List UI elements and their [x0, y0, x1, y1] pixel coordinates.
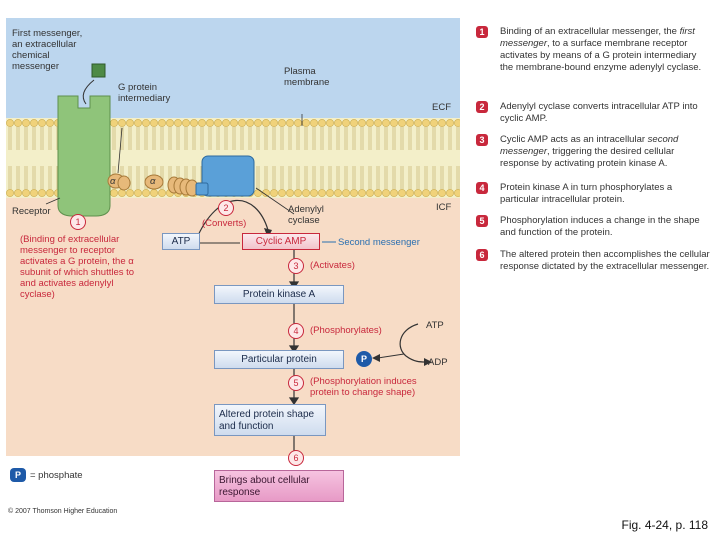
- step-text-1: Binding of an extracellular messenger, t…: [500, 26, 702, 73]
- first-messenger-molecule: [91, 63, 106, 78]
- figure-badge-2: 2: [218, 200, 234, 216]
- cellular-response-box: Brings about cellular response: [214, 470, 344, 502]
- adenylyl-cyclase-enzyme: [201, 155, 255, 197]
- step-badge-6: 6: [476, 249, 488, 261]
- atp-box: ATP: [162, 233, 200, 250]
- adp-label: ADP: [428, 357, 448, 368]
- messenger-arrow: [82, 79, 95, 105]
- receptor-label: Receptor: [12, 206, 51, 217]
- particular-protein-box: Particular protein: [214, 350, 344, 369]
- figure-badge-5: 5: [288, 375, 304, 391]
- first-messenger-label: First messenger, an extracellular chemic…: [12, 28, 83, 72]
- step-text-2: Adenylyl cyclase converts intracellular …: [500, 101, 698, 124]
- convert-arrow: [195, 199, 269, 241]
- atp-right-label: ATP: [426, 320, 444, 331]
- figure-badge-4: 4: [288, 323, 304, 339]
- step-badge-1: 1: [476, 26, 488, 38]
- step-badge-3: 3: [476, 134, 488, 146]
- note-step-5: (Phosphorylation induces protein to chan…: [310, 376, 417, 398]
- atp-adp-arrow: [399, 323, 427, 363]
- step-text-4: Protein kinase A in turn phosphorylates …: [500, 182, 673, 205]
- second-messenger-label: Second messenger: [338, 237, 420, 248]
- cyclic-amp-box: Cyclic AMP: [242, 233, 320, 250]
- phosphate-circle: P: [356, 351, 372, 367]
- note-step-1: (Binding of extracellular messenger to r…: [20, 234, 135, 300]
- figure-panel: First messenger, an extracellular chemic…: [6, 18, 460, 466]
- alpha-label-2: α: [150, 176, 156, 187]
- icf-label: ICF: [436, 202, 452, 213]
- step-text-5: Phosphorylation induces a change in the …: [500, 215, 700, 238]
- step-badge-2: 2: [476, 101, 488, 113]
- ecf-region: [6, 18, 460, 118]
- alpha-label-1: α: [110, 176, 116, 187]
- step-badge-4: 4: [476, 182, 488, 194]
- note-step-3: (Activates): [310, 260, 355, 271]
- g-protein-label: G protein intermediary: [118, 82, 171, 104]
- ecf-label: ECF: [432, 102, 451, 113]
- plasma-membrane-label: Plasma membrane: [284, 66, 330, 88]
- step-text-6: The altered protein then accomplishes th…: [500, 249, 710, 272]
- receptor-shape: [57, 95, 111, 217]
- figure-caption: Fig. 4-24, p. 118: [621, 518, 709, 532]
- figure-badge-3: 3: [288, 258, 304, 274]
- protein-kinase-a-box: Protein kinase A: [214, 285, 344, 304]
- altered-protein-box: Altered protein shape and function: [214, 404, 326, 436]
- signal-pathway-drawing: [45, 63, 432, 456]
- step-text-3: Cyclic AMP acts as an intracellular seco…: [500, 134, 679, 169]
- adenylyl-cyclase-label: Adenylyl cyclase: [288, 204, 324, 226]
- note-step-4: (Phosphorylates): [310, 325, 382, 336]
- figure-badge-1: 1: [70, 214, 86, 230]
- phosphate-legend-marker: P: [10, 468, 26, 482]
- phosphate-legend-text: = phosphate: [30, 470, 83, 481]
- note-step-2: (Converts): [202, 218, 247, 229]
- copyright: © 2007 Thomson Higher Education: [8, 508, 118, 515]
- step-badge-5: 5: [476, 215, 488, 227]
- figure-badge-6: 6: [288, 450, 304, 466]
